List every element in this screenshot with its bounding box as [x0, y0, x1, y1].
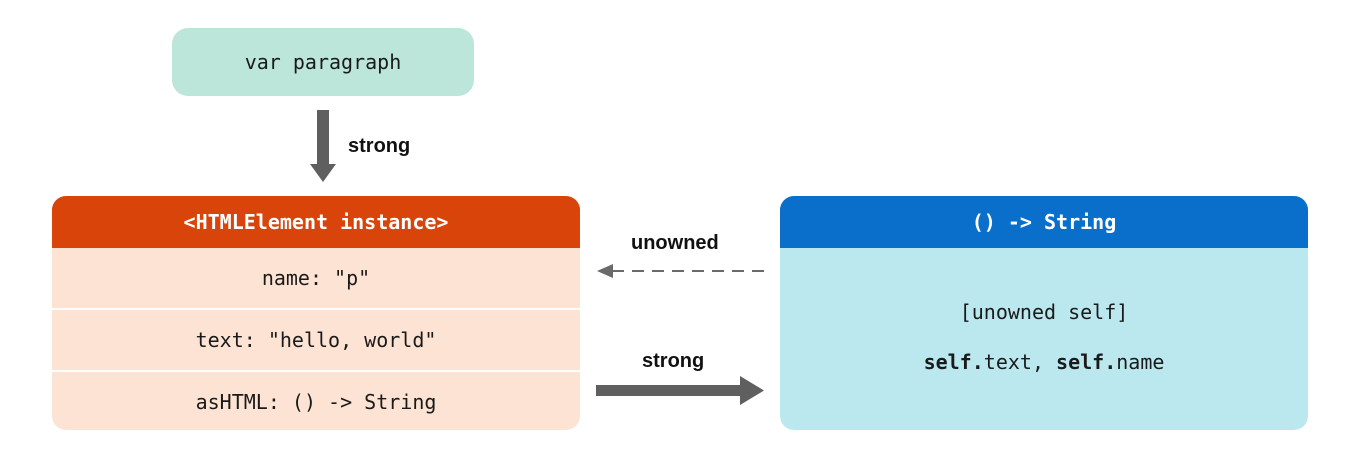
- property-row-text: text: "hello, world": [52, 308, 580, 370]
- text-reference: text,: [983, 350, 1057, 374]
- unowned-arrow-closure-to-instance: [597, 264, 764, 278]
- variable-label: var paragraph: [244, 50, 402, 74]
- strong-label-var-to-instance: strong: [348, 135, 411, 157]
- property-row-name: name: "p": [261, 266, 371, 290]
- capture-list: [unowned self]: [959, 300, 1129, 324]
- unowned-label: unowned: [631, 232, 719, 254]
- self-keyword: self.: [923, 350, 984, 374]
- instance-title: <HTMLElement instance>: [52, 196, 580, 248]
- strong-label-instance-to-closure: strong: [642, 350, 705, 372]
- html-element-instance-card: <HTMLElement instance> name: "p" text: "…: [52, 196, 580, 430]
- strong-arrow-instance-to-closure: [596, 376, 764, 405]
- closure-title: () -> String: [780, 196, 1308, 248]
- closure-body: self.text, self.name: [780, 350, 1308, 374]
- variable-box: var paragraph: [172, 28, 474, 96]
- closure-card: () -> String [unowned self] self.text, s…: [780, 196, 1308, 430]
- self-keyword: self.: [1056, 350, 1117, 374]
- strong-arrow-var-to-instance: [310, 110, 336, 182]
- name-reference: name: [1116, 350, 1165, 374]
- property-row-ashtml: asHTML: () -> String: [52, 370, 580, 430]
